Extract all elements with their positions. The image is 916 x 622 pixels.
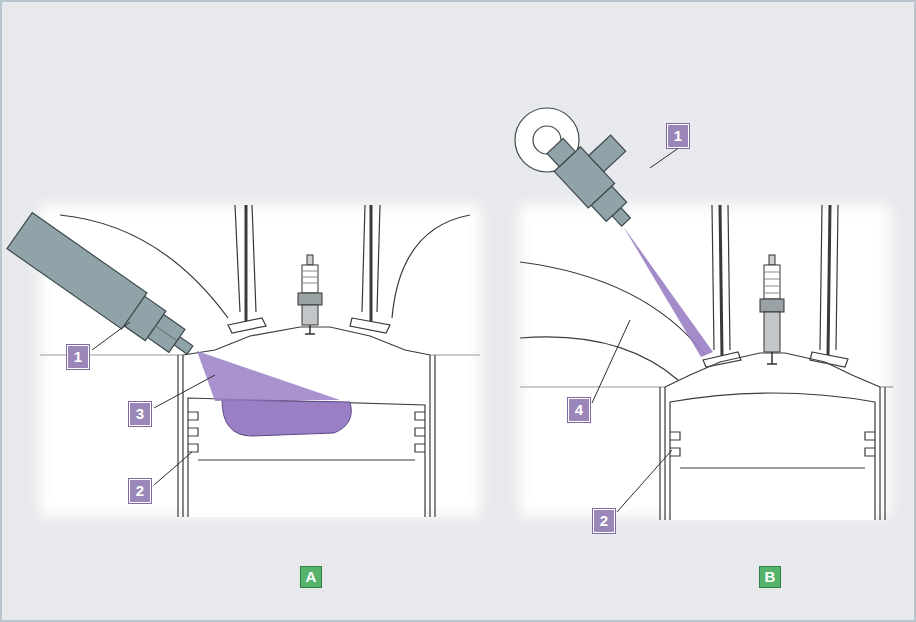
- spark-plug: [298, 255, 322, 334]
- panel-letter: B: [759, 566, 781, 588]
- callout-number: 1: [67, 345, 89, 369]
- callout-number: 2: [129, 479, 151, 503]
- callout-number: 2: [593, 509, 615, 533]
- engine-a: [40, 205, 480, 517]
- panel-a: [40, 205, 480, 517]
- injector: [515, 108, 661, 234]
- callout-number: 1: [667, 124, 689, 148]
- panel-letter: A: [300, 566, 322, 588]
- injector: [7, 213, 203, 368]
- spark-plug: [760, 255, 784, 364]
- callout-number: 4: [568, 398, 590, 422]
- fuel-spray: [197, 351, 340, 401]
- leader-lines: [92, 140, 690, 512]
- callout-number: 3: [129, 402, 151, 426]
- piston-bowl-mixture: [222, 400, 351, 436]
- engine-b: [520, 205, 893, 520]
- fuel-spray: [623, 226, 713, 357]
